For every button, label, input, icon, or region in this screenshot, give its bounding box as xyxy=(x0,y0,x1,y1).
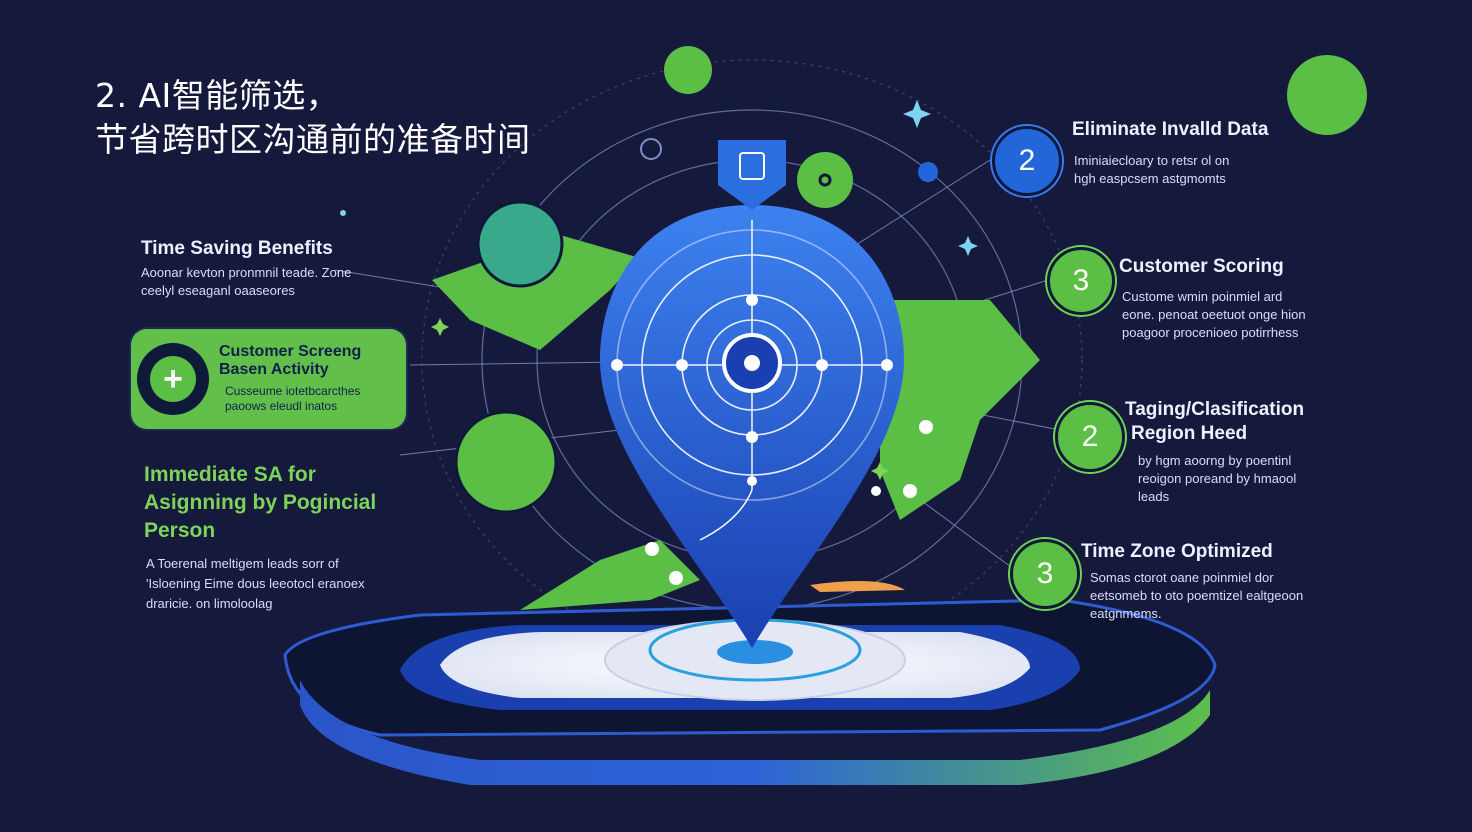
tagging-line: by hgm aoorng by poentinl xyxy=(1138,453,1292,468)
immediate-heading-line: Immediate SA for xyxy=(144,463,316,486)
time-saving-heading: Time Saving Benefits xyxy=(141,238,333,259)
scoring-heading: Customer Scoring xyxy=(1119,256,1284,277)
immediate-line: A Toerenal meltigem leads sorr of xyxy=(146,556,339,571)
step-badge-4: 3 xyxy=(1010,539,1080,609)
step-badge-3: 2 xyxy=(1055,402,1125,472)
timezone-line: eatgnmems. xyxy=(1090,606,1162,621)
tagging-heading: Taging/Clasification Region Heed xyxy=(1125,398,1304,446)
scoring-line: poagoor procenioeo potirrhess xyxy=(1122,325,1299,340)
card-line: Cusseume iotetbcarcthes xyxy=(225,384,361,398)
card-text: Cusseume iotetbcarcthes paoows eleudl in… xyxy=(225,384,360,414)
title-line-2: 节省跨时区沟通前的准备时间 xyxy=(95,120,531,159)
step-badge-2: 3 xyxy=(1047,247,1115,315)
eliminate-line: Iminiaiecloary to retsr ol on xyxy=(1074,153,1230,168)
card-disc: + xyxy=(137,343,209,415)
eliminate-heading: Eliminate Invalld Data xyxy=(1072,119,1269,140)
scoring-line: eone. penoat oeetuot onge hion xyxy=(1122,307,1306,322)
plus-icon: + xyxy=(150,356,196,402)
title-line-1: 2. AI智能筛选， xyxy=(95,76,340,115)
map-pin xyxy=(600,140,904,648)
time-saving-line: ceelyl eseaganl oaaseores xyxy=(141,283,295,298)
customer-screening-card: + Customer Screeng Basen Activity Cusseu… xyxy=(131,329,406,429)
timezone-line: Somas ctorot oane poinmiel dor xyxy=(1090,570,1274,585)
immediate-line: 'Isloening Eime dous leeotocl eranoex xyxy=(146,576,365,591)
tagging-heading-line: Region Heed xyxy=(1131,423,1248,444)
page-title: 2. AI智能筛选， 节省跨时区沟通前的准备时间 xyxy=(95,74,531,162)
card-heading-line: Basen Activity xyxy=(219,361,329,378)
time-saving-line: Aoonar kevton pronmnil teade. Zone xyxy=(141,265,352,280)
card-heading: Customer Screeng Basen Activity xyxy=(219,343,361,379)
timezone-heading: Time Zone Optimized xyxy=(1081,541,1273,562)
scoring-line: Custome wmin poinmiel ard xyxy=(1122,289,1283,304)
immediate-heading-line: Asignning by Pogincial xyxy=(144,491,377,514)
eliminate-line: hgh easpcsem astgmomts xyxy=(1074,171,1226,186)
sparkles xyxy=(340,100,978,480)
immediate-heading: Immediate SA for Asignning by Pogincial … xyxy=(144,461,376,545)
immediate-line: draricie. on limoloolag xyxy=(146,596,273,611)
tagging-heading-line: Taging/Clasification xyxy=(1125,399,1305,420)
time-saving-text: Aoonar kevton pronmnil teade. Zone ceely… xyxy=(141,264,351,300)
eliminate-text: Iminiaiecloary to retsr ol on hgh easpcs… xyxy=(1074,152,1229,188)
scoring-text: Custome wmin poinmiel ard eone. penoat o… xyxy=(1122,288,1306,342)
green-ribbons xyxy=(432,235,1040,610)
card-heading-line: Customer Screeng xyxy=(219,343,362,360)
decor-circles xyxy=(454,46,1367,585)
tagging-line: reoigon poreand by hmaool xyxy=(1138,471,1297,486)
timezone-text: Somas ctorot oane poinmiel dor eetsomeb … xyxy=(1090,569,1303,623)
step-badge-1: 2 xyxy=(992,126,1062,196)
timezone-line: eetsomeb to oto poemtizel ealtgeoon xyxy=(1090,588,1304,603)
card-line: paoows eleudl inatos xyxy=(225,399,338,413)
tagging-line: leads xyxy=(1138,489,1170,504)
immediate-heading-line: Person xyxy=(144,519,216,542)
tagging-text: by hgm aoorng by poentinl reoigon porean… xyxy=(1138,452,1296,506)
immediate-text: A Toerenal meltigem leads sorr of 'Isloe… xyxy=(146,554,365,614)
